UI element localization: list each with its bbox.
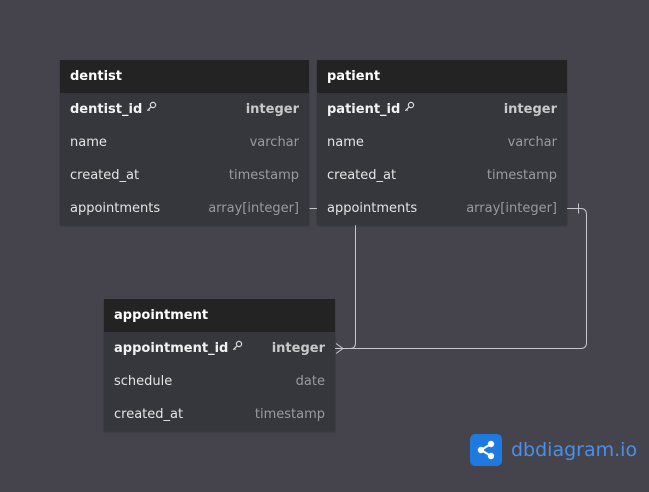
field-type: timestamp	[486, 168, 557, 183]
key-icon	[404, 92, 415, 125]
relationship-patient-appointment	[335, 208, 587, 349]
field-name: patient_id	[327, 102, 401, 117]
field-name: dentist_id	[70, 102, 143, 117]
table-title[interactable]: dentist	[60, 60, 309, 93]
field-name: appointment_id	[114, 341, 229, 356]
field-row[interactable]: dentist_id integer	[60, 93, 309, 126]
field-name: created_at	[114, 407, 184, 422]
field-type: array[integer]	[466, 201, 557, 216]
field-row[interactable]: name varchar	[60, 126, 309, 159]
table-appointment[interactable]: appointment appointment_id integer sched…	[104, 299, 335, 431]
share-nodes-icon	[470, 434, 502, 466]
brand-label: dbdiagram.io	[511, 439, 638, 461]
brand-logo[interactable]: dbdiagram.io	[470, 434, 637, 466]
field-row[interactable]: created_at timestamp	[104, 398, 335, 431]
field-row[interactable]: created_at timestamp	[60, 159, 309, 192]
field-name: name	[70, 135, 107, 150]
field-type: integer	[503, 102, 557, 117]
field-type: timestamp	[254, 407, 325, 422]
table-title[interactable]: patient	[317, 60, 567, 93]
field-name: created_at	[70, 168, 140, 183]
field-name: appointments	[70, 201, 161, 216]
field-type: integer	[271, 341, 325, 356]
field-type: timestamp	[228, 168, 299, 183]
field-type: varchar	[249, 135, 299, 150]
field-name: appointments	[327, 201, 418, 216]
field-type: integer	[245, 102, 299, 117]
field-row[interactable]: patient_id integer	[317, 93, 567, 126]
field-row[interactable]: appointments array[integer]	[317, 192, 567, 225]
table-dentist[interactable]: dentist dentist_id integer name varchar …	[60, 60, 309, 225]
field-name: schedule	[114, 374, 173, 389]
field-row[interactable]: appointments array[integer]	[60, 192, 309, 225]
key-icon	[232, 331, 243, 364]
field-row[interactable]: appointment_id integer	[104, 332, 335, 365]
field-name: created_at	[327, 168, 397, 183]
field-type: date	[295, 374, 325, 389]
field-type: varchar	[507, 135, 557, 150]
field-type: array[integer]	[208, 201, 299, 216]
table-patient[interactable]: patient patient_id integer name varchar …	[317, 60, 567, 225]
field-row[interactable]: created_at timestamp	[317, 159, 567, 192]
key-icon	[146, 92, 157, 125]
field-row[interactable]: schedule date	[104, 365, 335, 398]
table-title[interactable]: appointment	[104, 299, 335, 332]
field-row[interactable]: name varchar	[317, 126, 567, 159]
relationship-many-marker	[335, 343, 344, 354]
field-name: name	[327, 135, 364, 150]
